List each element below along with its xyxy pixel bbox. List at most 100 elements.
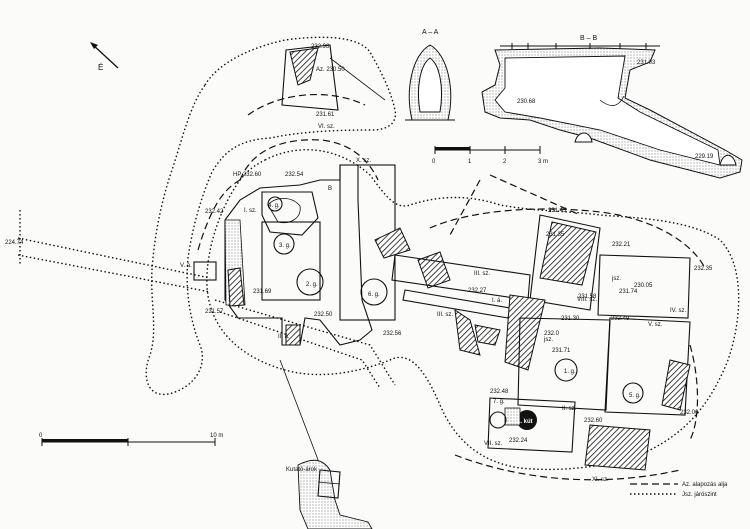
outer-boundary-north <box>145 36 397 395</box>
scale-bar-section <box>434 146 541 154</box>
pit-label: 1. g. <box>564 369 576 375</box>
elevation-label: 232.56 <box>383 331 402 337</box>
hatched-wall-b <box>417 251 451 289</box>
elevation-label: 232.48 <box>490 389 509 395</box>
pit-4 <box>267 196 283 212</box>
room-label: X. sz. <box>356 158 371 164</box>
room-label: III. sz. <box>437 312 453 318</box>
hatched-wall-e <box>661 359 691 411</box>
room-i <box>517 317 611 411</box>
elevation-label: 231.57 <box>205 309 224 315</box>
passage-long <box>391 254 531 301</box>
robbed-wall-6 <box>449 179 481 236</box>
elevation-label: 232.98 <box>311 44 330 50</box>
elevation-label: 232.60 <box>584 418 603 424</box>
hatched-wall-d <box>454 308 481 356</box>
elevation-label: 232.24 <box>509 438 528 444</box>
legend-entry: Jsz. járószint <box>682 492 717 498</box>
elevation-label: 231.03 <box>637 60 656 66</box>
room-label: II. sz. <box>562 406 577 412</box>
moat-section <box>297 459 373 529</box>
elevation-label: 231.45 <box>548 208 567 214</box>
room-iv <box>597 254 691 319</box>
room-label: V. á. <box>180 263 192 269</box>
north-tower-outline <box>281 44 339 111</box>
keep-tower <box>261 191 319 236</box>
hatched-wall-f <box>584 424 651 471</box>
pit-1 <box>554 358 578 382</box>
elevation-label: 231.71 <box>552 348 571 354</box>
elevation-label: 232.54 <box>285 172 304 178</box>
gate-building <box>193 261 217 281</box>
section-b-b <box>481 43 743 179</box>
elevation-label: 231.35 <box>546 232 565 238</box>
pit-label: 5. g. <box>629 393 641 399</box>
room-label: I. sz. <box>244 208 257 214</box>
pit-2 <box>296 268 324 296</box>
elevation-label: 232.50 <box>314 312 333 318</box>
room-label: jsz. <box>543 337 553 343</box>
scale-section-tick-label: 2 <box>503 159 507 165</box>
scale-bar-plan <box>41 438 216 446</box>
west-wall-hatch <box>227 267 245 307</box>
elevation-label: 231.61 <box>316 112 335 118</box>
robbed-wall-7 <box>454 454 681 481</box>
pit-label: 2. g. <box>306 282 318 288</box>
scale-plan-tick-label: 0 <box>39 433 43 439</box>
elevation-label: 231.74 <box>619 289 638 295</box>
section-b-title: B – B <box>580 35 597 42</box>
north-letter: É <box>98 63 103 72</box>
room-label: jsz. <box>611 276 621 282</box>
robbed-wall-2 <box>239 139 379 181</box>
pit-label: 3. g. <box>279 243 291 249</box>
elevation-label: 232.0 <box>544 331 560 337</box>
room-label: IV. sz. <box>670 308 686 314</box>
north-tower-hatch <box>289 47 319 86</box>
elevation-label: 231.69 <box>253 289 272 295</box>
elevation-label: 232.27 <box>468 288 487 294</box>
section-a-title: A – A <box>422 29 439 36</box>
elevation-label: 232.42 <box>205 209 224 215</box>
hatched-wall-a <box>374 227 411 259</box>
scale-section-tick-label: 3 m <box>538 159 548 165</box>
elevation-label: 229.19 <box>695 154 714 160</box>
elevation-label: HP 232.60 <box>233 172 262 178</box>
robbed-wall-3 <box>197 179 241 251</box>
pit-5 <box>622 382 644 404</box>
east-tower-hatch <box>539 221 597 286</box>
room-vii <box>487 397 576 453</box>
elevation-label: 224.74 <box>5 240 24 246</box>
elevation-label: 231.58 <box>578 294 597 300</box>
room-label: III. sz. <box>474 271 490 277</box>
pit-6 <box>360 278 388 306</box>
scale-plan-tick-label: 10 m <box>210 433 223 439</box>
east-tower-outline <box>529 214 601 311</box>
room-label: I. á. <box>492 298 502 304</box>
room-label: XI. sz. <box>592 477 609 483</box>
room-label: B <box>328 186 332 192</box>
elevation-label: 230.05 <box>634 283 653 289</box>
room-label: VII. sz. <box>484 441 503 447</box>
elevation-label: 232.06 <box>680 410 699 416</box>
room-label: V. sz. <box>648 322 663 328</box>
legend-entry: Az. alapozás alja <box>682 482 728 488</box>
elevation-label: 230.68 <box>517 99 536 105</box>
room-label: VIII. sz. <box>577 297 597 303</box>
pit-7 <box>489 411 507 429</box>
scale-section-tick-label: 1 <box>468 159 472 165</box>
elevation-label: 232.21 <box>612 242 631 248</box>
inner-room <box>261 221 321 301</box>
hatched-wall-c <box>504 294 546 371</box>
drain-channel-south <box>214 299 396 389</box>
scale-section-tick-label: 0 <box>432 159 436 165</box>
pit-label: 7. g. <box>493 399 505 405</box>
room-label: VI. sz. <box>318 124 335 130</box>
pit-3 <box>273 233 295 255</box>
drain-channel-west <box>17 210 211 293</box>
well-marker <box>517 410 537 430</box>
robbed-wall-5 <box>489 174 581 216</box>
well-label: 1. kút <box>517 419 533 425</box>
pit-label: 6. g. <box>368 292 380 298</box>
